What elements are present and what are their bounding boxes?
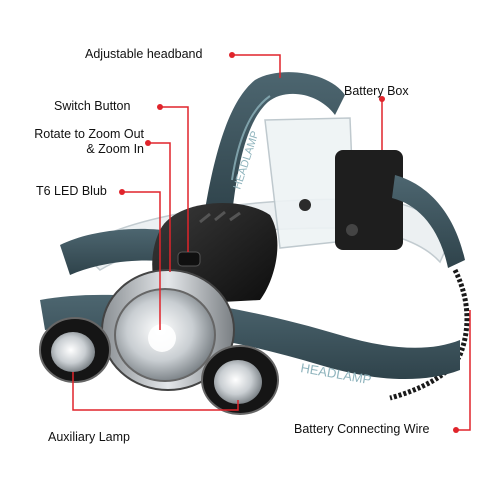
callout-rotate	[148, 142, 171, 272]
label-rotate-line2: & Zoom In	[86, 142, 144, 156]
label-auxiliary-lamp: Auxiliary Lamp	[48, 430, 130, 444]
label-battery-box: Battery Box	[344, 84, 409, 98]
callout-led	[122, 191, 161, 330]
label-adjustable-headband: Adjustable headband	[85, 47, 203, 61]
top-strap	[205, 72, 345, 215]
label-t6-led: T6 LED Blub	[36, 184, 107, 198]
label-switch-button: Switch Button	[54, 99, 131, 113]
battery-box	[335, 150, 403, 250]
callout-wire	[456, 310, 471, 431]
callout-lines	[72, 54, 471, 431]
right-strap	[392, 175, 465, 268]
battery-box-knob	[346, 224, 358, 236]
left-strap	[60, 228, 175, 275]
body-vents	[199, 210, 241, 224]
led-chip	[148, 324, 176, 352]
label-rotate-zoom: Rotate to Zoom Out & Zoom In	[8, 127, 144, 157]
top-strap-print	[231, 95, 271, 181]
callout-dots	[119, 52, 459, 433]
aux-lamp-left-lens	[51, 332, 95, 372]
callout-switch	[160, 106, 189, 252]
panel-screw	[299, 199, 311, 211]
label-rotate-line1: Rotate to Zoom Out	[34, 127, 144, 141]
aux-lamp-right-lens	[214, 360, 262, 404]
callout-headband	[232, 54, 281, 78]
callout-aux	[72, 372, 239, 411]
label-battery-wire: Battery Connecting Wire	[294, 422, 430, 436]
switch-button	[177, 251, 201, 267]
